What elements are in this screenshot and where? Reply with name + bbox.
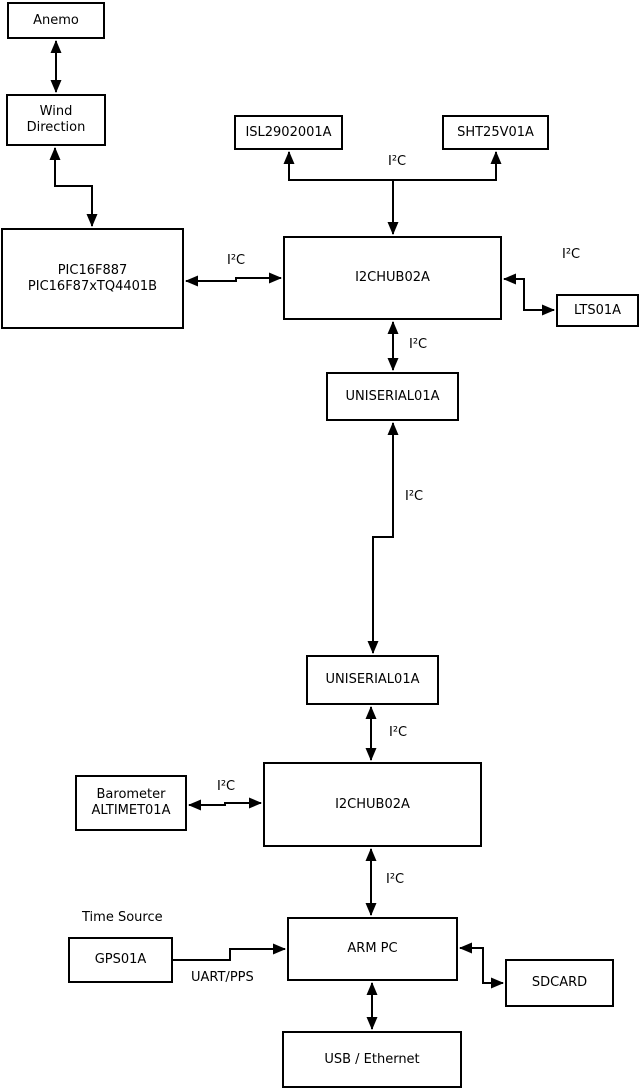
node-i2c-hub-lower-label: I2CHUB02A xyxy=(335,796,410,812)
bus-label-i2c-uni2-hub2: I²C xyxy=(389,725,408,740)
node-uniserial-lower-label: UNISERIAL01A xyxy=(325,672,420,687)
bus-label-i2c-pic-hub1: I²C xyxy=(227,253,246,268)
connector-pic-hub1 xyxy=(185,272,282,287)
bus-label-i2c-hub1-lts: I²C xyxy=(562,247,581,262)
node-wind-direction: Wind Direction xyxy=(6,94,106,146)
connector-uni1-uni2 xyxy=(367,422,399,654)
node-i2c-hub-lower: I2CHUB02A xyxy=(263,762,482,847)
node-wind-direction-label-line2: Direction xyxy=(26,120,86,135)
bus-label-i2c-hub1-uni1: I²C xyxy=(409,337,428,352)
node-sdcard-label: SDCARD xyxy=(531,975,588,990)
node-i2c-hub-upper-label: I2CHUB02A xyxy=(355,270,430,285)
label-time-source: Time Source xyxy=(82,910,163,925)
bus-label-i2c-hub2-armpc: I²C xyxy=(386,872,405,887)
connector-gps-armpc xyxy=(173,943,286,961)
connector-wind-pic xyxy=(49,147,98,227)
bus-label-i2c-long-link: I²C xyxy=(405,489,424,504)
node-usb-ethernet: USB / Ethernet xyxy=(282,1031,462,1088)
node-gps01a: GPS01A xyxy=(68,937,173,983)
node-pic-label-line2: PIC16F87xTQ4401B xyxy=(27,278,158,294)
node-pic: PIC16F887 PIC16F87xTQ4401B xyxy=(1,228,184,329)
connector-baro-hub2 xyxy=(188,797,262,811)
node-barometer-label-line2: ALTIMET01A xyxy=(91,803,171,818)
node-isl2902001a-label: ISL2902001A xyxy=(245,124,332,140)
node-pic-label-line1: PIC16F887 xyxy=(57,262,128,278)
bus-label-i2c-top: I²C xyxy=(388,154,407,169)
node-uniserial-upper-label: UNISERIAL01A xyxy=(345,388,440,404)
node-uniserial-upper: UNISERIAL01A xyxy=(326,372,459,421)
node-anemo: Anemo xyxy=(7,2,105,39)
node-lts01a-label: LTS01A xyxy=(573,302,622,318)
node-barometer: Barometer ALTIMET01A xyxy=(75,775,187,831)
node-arm-pc: ARM PC xyxy=(287,917,458,981)
node-arm-pc-label: ARM PC xyxy=(347,941,398,956)
bus-label-i2c-baro-hub2: I²C xyxy=(217,779,236,794)
node-lts01a: LTS01A xyxy=(556,294,639,327)
node-isl2902001a: ISL2902001A xyxy=(234,115,343,150)
node-i2c-hub-upper: I2CHUB02A xyxy=(283,236,502,320)
node-usb-ethernet-label: USB / Ethernet xyxy=(324,1051,420,1067)
node-sdcard: SDCARD xyxy=(505,959,614,1007)
node-sht25v01a-label: SHT25V01A xyxy=(457,124,534,140)
node-barometer-label-line1: Barometer xyxy=(96,787,166,802)
node-sht25v01a: SHT25V01A xyxy=(442,115,549,150)
connector-armpc-sdcard xyxy=(459,942,504,989)
node-gps01a-label: GPS01A xyxy=(94,952,147,967)
node-uniserial-lower: UNISERIAL01A xyxy=(306,655,439,705)
node-wind-direction-label-line1: Wind xyxy=(39,104,73,119)
node-anemo-label: Anemo xyxy=(33,12,79,28)
connector-hub1-lts xyxy=(503,273,555,316)
bus-label-uart-pps: UART/PPS xyxy=(191,970,254,985)
